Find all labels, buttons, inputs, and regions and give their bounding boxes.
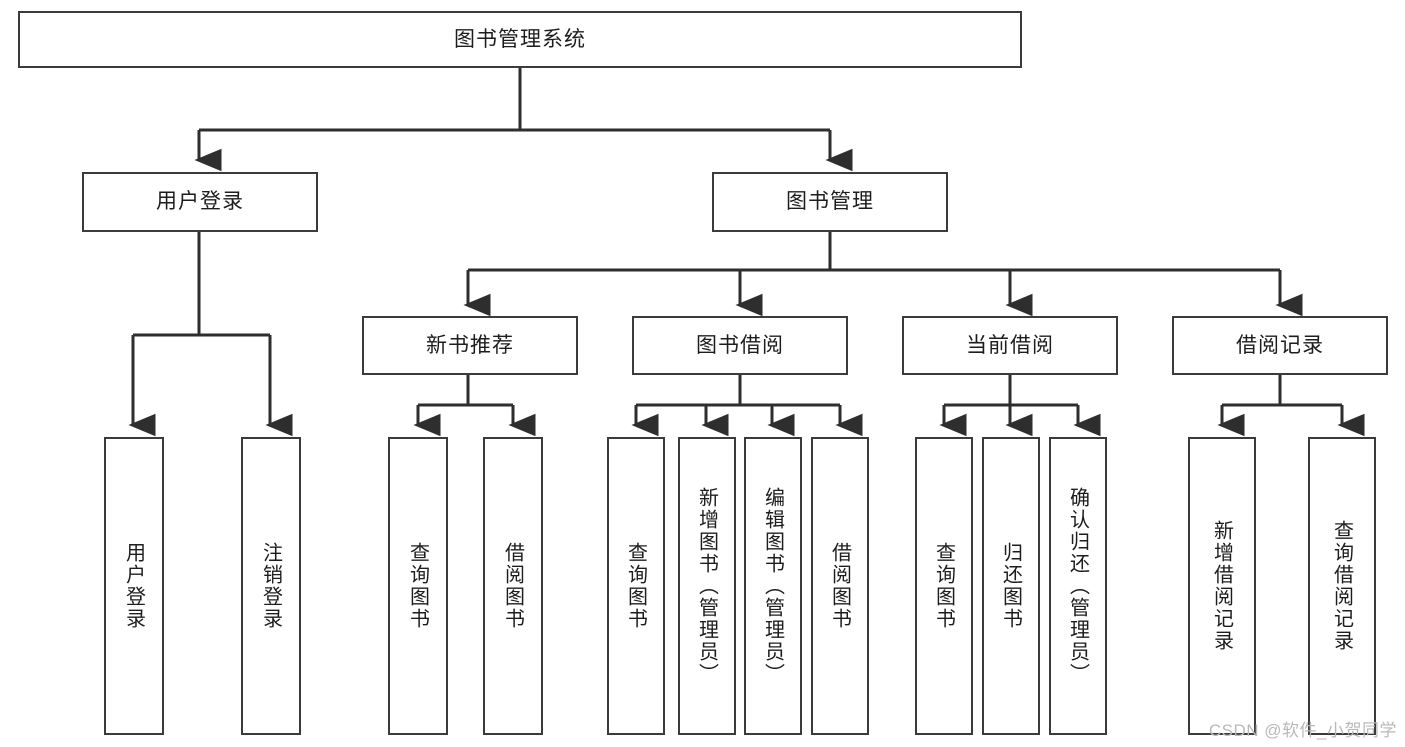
- node-root-book-management-system[interactable]: 图书管理系统: [18, 11, 1022, 68]
- leaf-book-borrow-add-book-admin[interactable]: 新增图书（管理员）: [678, 437, 736, 735]
- leaf-book-borrow-borrow-book[interactable]: 借阅图书: [811, 437, 869, 735]
- leaf-borrow-record-query-record[interactable]: 查询借阅记录: [1308, 437, 1376, 735]
- node-label: 借阅记录: [1236, 333, 1324, 357]
- leaf-borrow-record-add-record[interactable]: 新增借阅记录: [1188, 437, 1256, 735]
- leaf-new-book-borrow-book[interactable]: 借阅图书: [483, 437, 543, 735]
- node-label: 确认归还（管理员）: [1066, 487, 1089, 685]
- node-label: 查询图书: [406, 542, 429, 630]
- node-label: 用户登录: [122, 542, 145, 630]
- leaf-book-borrow-edit-book-admin[interactable]: 编辑图书（管理员）: [744, 437, 802, 735]
- node-book-borrow[interactable]: 图书借阅: [632, 316, 848, 375]
- node-label: 图书管理: [786, 190, 874, 214]
- node-label: 借阅图书: [501, 542, 524, 630]
- node-user-login[interactable]: 用户登录: [82, 172, 318, 232]
- node-label: 新增图书（管理员）: [695, 487, 718, 685]
- node-label: 新书推荐: [426, 333, 514, 357]
- node-label: 查询图书: [932, 542, 955, 630]
- node-label: 用户登录: [156, 190, 244, 214]
- leaf-current-borrow-query-book[interactable]: 查询图书: [915, 437, 973, 735]
- node-label: 当前借阅: [966, 333, 1054, 357]
- node-label: 查询借阅记录: [1330, 520, 1353, 652]
- leaf-current-borrow-return-book[interactable]: 归还图书: [982, 437, 1040, 735]
- node-current-borrow[interactable]: 当前借阅: [902, 316, 1118, 375]
- leaf-new-book-query-book[interactable]: 查询图书: [388, 437, 448, 735]
- node-label: 注销登录: [259, 542, 282, 630]
- node-label: 借阅图书: [828, 542, 851, 630]
- leaf-current-borrow-confirm-return-admin[interactable]: 确认归还（管理员）: [1049, 437, 1107, 735]
- leaf-user-login-login[interactable]: 用户登录: [104, 437, 164, 735]
- node-label: 图书借阅: [696, 333, 784, 357]
- node-label: 查询图书: [624, 542, 647, 630]
- leaf-book-borrow-query-book[interactable]: 查询图书: [607, 437, 665, 735]
- node-label: 图书管理系统: [454, 27, 586, 51]
- node-label: 新增借阅记录: [1210, 520, 1233, 652]
- node-book-management[interactable]: 图书管理: [712, 172, 948, 232]
- node-borrow-record[interactable]: 借阅记录: [1172, 316, 1388, 375]
- node-label: 归还图书: [999, 542, 1022, 630]
- leaf-user-login-logout[interactable]: 注销登录: [241, 437, 301, 735]
- watermark: CSDN @软件_小贺同学: [1208, 721, 1397, 740]
- node-label: 编辑图书（管理员）: [761, 487, 784, 685]
- node-new-book-recommend[interactable]: 新书推荐: [362, 316, 578, 375]
